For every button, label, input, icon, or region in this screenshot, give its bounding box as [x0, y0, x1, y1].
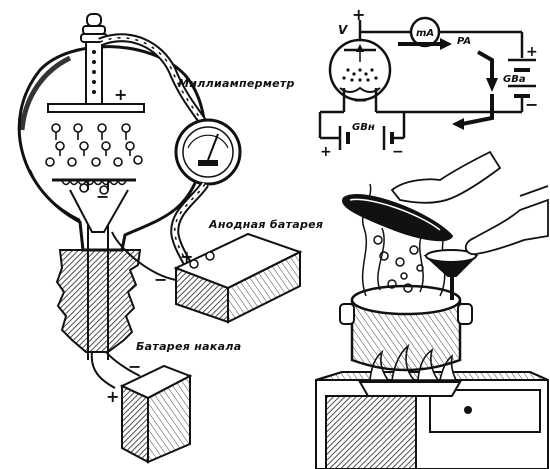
anode-battery-label: GBa [503, 74, 526, 85]
schematic-filament-minus: − [392, 144, 404, 160]
schematic-electrons [342, 68, 378, 82]
tube-plus: + [352, 5, 365, 24]
tube-label: V [338, 23, 349, 37]
anode-battery-plus: + [180, 247, 193, 266]
vacuum-lamp: + − [17, 13, 207, 360]
boiling-pot [339, 284, 473, 372]
anode-battery-minus: − [154, 270, 167, 289]
anode-battery [173, 232, 303, 324]
current-arrows [398, 42, 494, 126]
tube-minus: − [353, 90, 368, 111]
anode-battery-caption: Анодная батарея [209, 218, 324, 231]
filament-battery-plus: + [106, 387, 119, 406]
filament-battery-caption: Батарея накала [136, 340, 242, 353]
funnel [423, 249, 479, 300]
milliammeter-device [174, 118, 242, 186]
lamp-base [55, 249, 142, 353]
anode-plate [47, 103, 145, 113]
hands [390, 150, 549, 256]
schematic-filament-plus: + [320, 144, 332, 160]
meter-to-battery-wire [170, 181, 209, 272]
schematic-anode-plus: + [526, 44, 538, 60]
meter-label: mA [416, 28, 434, 39]
anode-wire [98, 33, 209, 128]
cathode-minus: − [96, 187, 109, 206]
schematic-anode-minus: − [525, 95, 538, 114]
anode-plus: + [114, 85, 127, 104]
stove [315, 371, 549, 469]
milliammeter-label: Миллиамперметр [178, 77, 295, 90]
filament-battery-label: GBн [352, 122, 375, 133]
electrons [45, 123, 143, 195]
pot-lid [342, 193, 454, 242]
filament-battery [119, 364, 193, 464]
meter-ref-label: PA [457, 36, 471, 47]
lamp-bulb [17, 45, 207, 252]
